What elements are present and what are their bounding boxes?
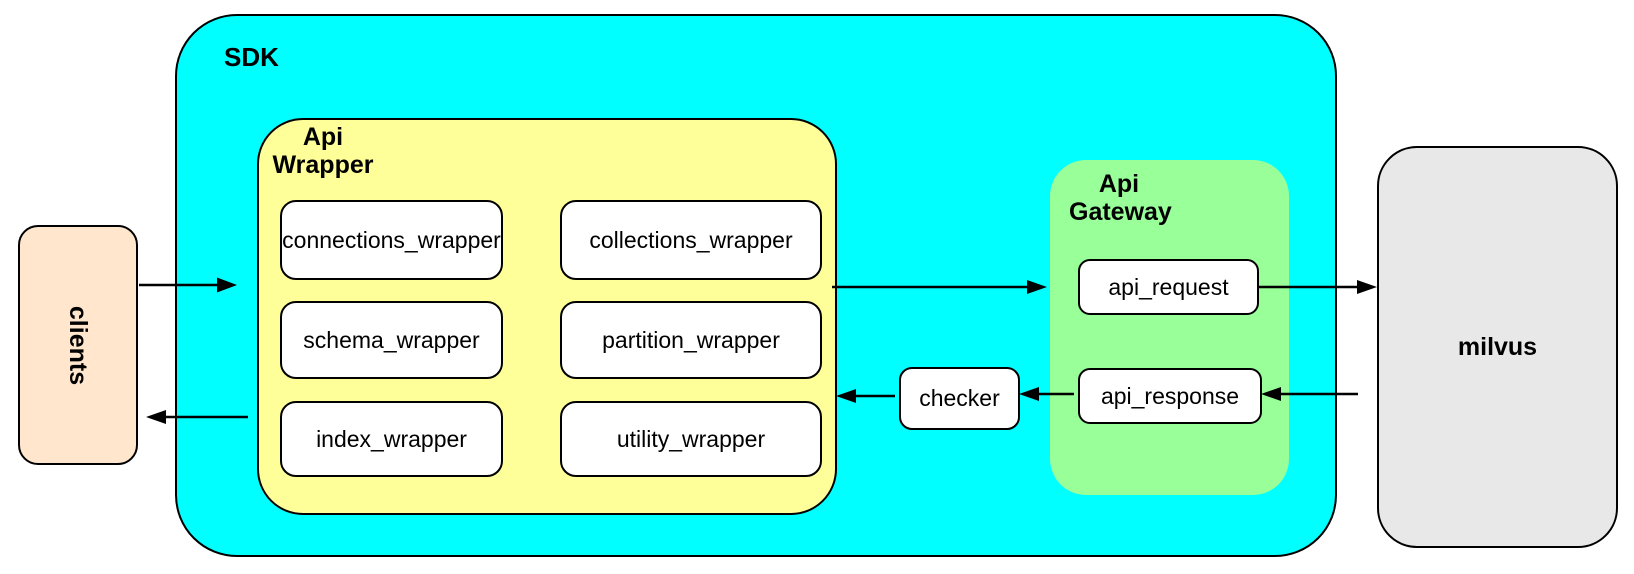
api-request-node: api_request xyxy=(1078,259,1259,315)
api-response-node: api_response xyxy=(1078,368,1262,424)
index-wrapper-node: index_wrapper xyxy=(280,401,503,477)
api-gateway-container: Api Gateway api_request api_response xyxy=(1050,160,1289,495)
utility-wrapper-label: utility_wrapper xyxy=(616,425,766,452)
sdk-label: SDK xyxy=(224,42,279,72)
connections-wrapper-node: connections_wrapper xyxy=(280,200,503,280)
clients-label: clients xyxy=(64,305,93,385)
collections-wrapper-node: collections_wrapper xyxy=(560,200,822,280)
api-gateway-label: Api Gateway xyxy=(1069,170,1172,226)
api-wrapper-label: Api Wrapper xyxy=(272,123,374,179)
schema-wrapper-label: schema_wrapper xyxy=(303,326,480,353)
api-request-label: api_request xyxy=(1108,273,1229,300)
api-response-label: api_response xyxy=(1100,382,1240,409)
utility-wrapper-node: utility_wrapper xyxy=(560,401,822,477)
schema-wrapper-node: schema_wrapper xyxy=(280,301,503,379)
milvus-label: milvus xyxy=(1457,332,1538,361)
partition-wrapper-node: partition_wrapper xyxy=(560,301,822,379)
partition-wrapper-label: partition_wrapper xyxy=(602,326,780,353)
checker-node: checker xyxy=(899,367,1020,430)
collections-wrapper-label: collections_wrapper xyxy=(589,226,793,253)
sdk-container: SDK Api Wrapper connections_wrapper coll… xyxy=(175,14,1337,557)
clients-node: clients xyxy=(18,225,138,465)
index-wrapper-label: index_wrapper xyxy=(316,425,467,452)
connections-wrapper-label: connections_wrapper xyxy=(282,226,501,253)
milvus-node: milvus xyxy=(1377,146,1618,548)
api-wrapper-container: Api Wrapper connections_wrapper collecti… xyxy=(257,118,837,515)
checker-label: checker xyxy=(919,385,1000,411)
